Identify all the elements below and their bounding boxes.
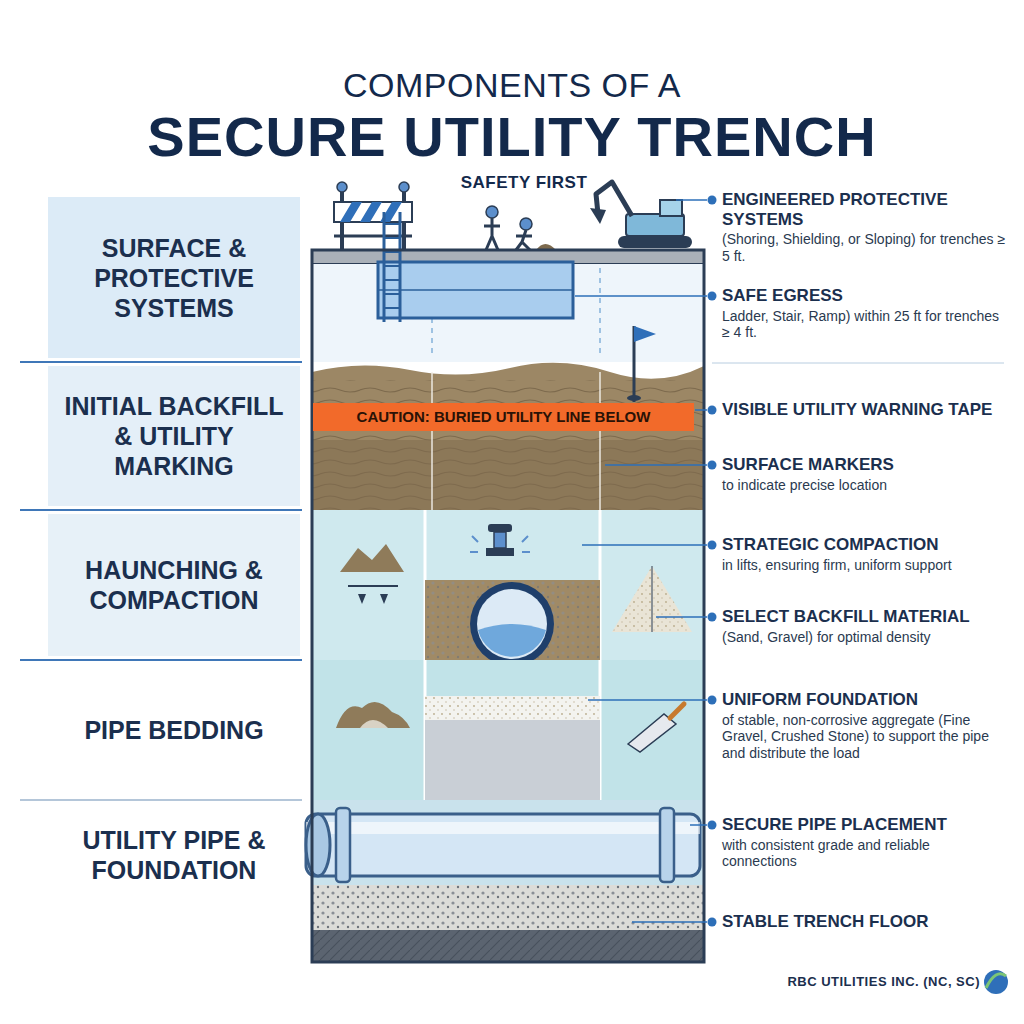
callout-group: SURFACE MARKERS to indicate precise locat… — [722, 455, 1008, 493]
callout-group: SECURE PIPE PLACEMENTwith consistent gra… — [722, 815, 1008, 870]
callout-heading: ENGINEERED PROTECTIVE SYSTEMS — [722, 190, 1008, 229]
callout-group: STABLE TRENCH FLOOR — [722, 912, 1008, 932]
callout-body: Ladder, Stair, Ramp) within 25 ft for tr… — [722, 308, 1008, 342]
callout-group: STRATEGIC COMPACTION in lifts, ensuring f… — [722, 535, 1008, 573]
warning-tape: CAUTION: BURIED UTILITY LINE BELOW — [313, 403, 694, 431]
section-band: UTILITY PIPE & FOUNDATION — [48, 804, 300, 906]
section-label: SURFACE & PROTECTIVE SYSTEMS — [58, 233, 290, 323]
callout-dots — [708, 196, 717, 927]
callout-group: VISIBLE UTILITY WARNING TAPE — [722, 400, 1008, 420]
company-logo — [984, 970, 1008, 994]
company-footer: RBC UTILITIES INC. (NC, SC) — [640, 974, 980, 989]
section-band: PIPE BEDDING — [48, 664, 300, 796]
title: SECURE UTILITY TRENCH — [0, 104, 1024, 169]
callout-heading: VISIBLE UTILITY WARNING TAPE — [722, 400, 1008, 420]
callout-body: (Sand, Gravel) for optimal density — [722, 629, 1008, 646]
callout-group: ENGINEERED PROTECTIVE SYSTEMS(Shoring, S… — [722, 190, 1008, 265]
section-label: INITIAL BACKFILL & UTILITY MARKING — [58, 391, 290, 481]
callout-heading: SURFACE MARKERS — [722, 455, 1008, 475]
section-label: HAUNCHING & COMPACTION — [58, 555, 290, 615]
callout-body: in lifts, ensuring firm, uniform support — [722, 557, 1008, 574]
callout-heading: SAFE EGRESS — [722, 286, 1008, 306]
callout-group: UNIFORM FOUNDATIONof stable, non-corrosi… — [722, 690, 1008, 762]
trench-section — [306, 212, 704, 962]
section-label: UTILITY PIPE & FOUNDATION — [58, 825, 290, 885]
section-label: PIPE BEDDING — [84, 715, 263, 745]
callout-body: (Shoring, Shielding, or Sloping) for tre… — [722, 231, 1008, 265]
callout-body: to indicate precise location — [722, 477, 1008, 494]
callout-group: SAFE EGRESSLadder, Stair, Ramp) within 2… — [722, 286, 1008, 341]
callout-heading: SELECT BACKFILL MATERIAL — [722, 607, 1008, 627]
callout-heading: STRATEGIC COMPACTION — [722, 535, 1008, 555]
callout-heading: STABLE TRENCH FLOOR — [722, 912, 1008, 932]
leader-lines — [575, 200, 707, 922]
section-band: HAUNCHING & COMPACTION — [48, 514, 300, 656]
callout-heading: UNIFORM FOUNDATION — [722, 690, 1008, 710]
safety-label: SAFETY FIRST — [436, 173, 612, 193]
section-band: INITIAL BACKFILL & UTILITY MARKING — [48, 366, 300, 506]
section-band: SURFACE & PROTECTIVE SYSTEMS — [48, 197, 300, 358]
callout-body: with consistent grade and reliable conne… — [722, 837, 1008, 871]
tape-text: CAUTION: BURIED UTILITY LINE BELOW — [357, 408, 651, 426]
callout-body: of stable, non-corrosive aggregate (Fine… — [722, 712, 1008, 762]
callout-group: SELECT BACKFILL MATERIAL (Sand, Gravel) f… — [722, 607, 1008, 645]
callout-heading: SECURE PIPE PLACEMENT — [722, 815, 1008, 835]
surface-scene — [312, 182, 704, 264]
title-prefix: COMPONENTS OF A — [0, 66, 1024, 105]
